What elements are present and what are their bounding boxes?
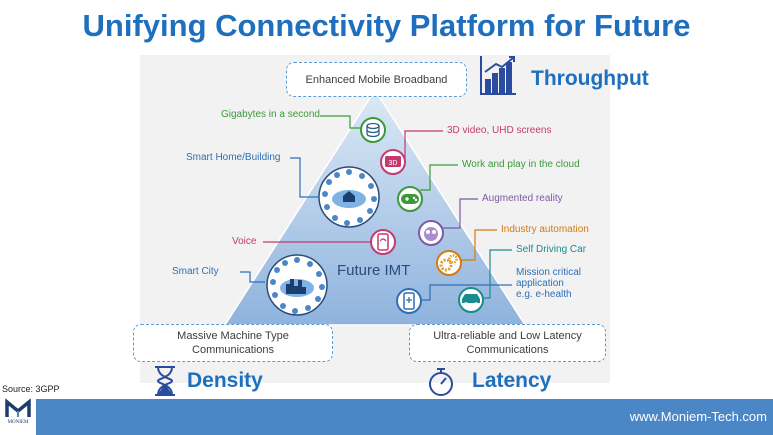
label-industry: Industry automation — [501, 224, 589, 235]
urllc-box: Ultra-reliable and Low Latency Communica… — [409, 324, 606, 362]
footer-bar: www.Moniem-Tech.com — [36, 399, 773, 435]
embb-box: Enhanced Mobile Broadband — [286, 62, 467, 97]
logo-text: MONIEM — [7, 420, 29, 425]
future-imt-label: Future IMT — [337, 262, 411, 279]
label-mission-critical: Mission critical application e.g. e-heal… — [516, 267, 582, 300]
label-gigabytes: Gigabytes in a second — [221, 109, 320, 120]
ehealth-phone-icon — [396, 288, 422, 314]
database-icon — [360, 117, 386, 143]
footer-url[interactable]: www.Moniem-Tech.com — [629, 409, 767, 424]
smart-city-icon — [266, 254, 328, 316]
connector-industry — [460, 229, 497, 261]
label-self-driving: Self Driving Car — [516, 244, 587, 255]
slide-title: Unifying Connectivity Platform for Futur… — [82, 8, 691, 43]
connector-cloud — [420, 164, 458, 191]
smart-home-icon — [318, 166, 380, 228]
embb-label: Enhanced Mobile Broadband — [305, 73, 448, 86]
label-smart-city: Smart City — [172, 266, 219, 277]
throughput-chart-icon — [480, 56, 516, 95]
label-3d-video: 3D video, UHD screens — [447, 125, 552, 136]
car-icon — [458, 287, 484, 313]
stopwatch-icon — [429, 368, 453, 396]
connector-smart-city — [240, 271, 265, 283]
moniem-logo — [2, 397, 34, 434]
urllc-label: Ultra-reliable and Low Latency Communica… — [433, 330, 582, 356]
mmtc-box: Massive Machine Type Communications — [133, 324, 333, 362]
label-voice: Voice — [232, 236, 257, 247]
connector-mission — [420, 284, 512, 301]
svg-text:3D: 3D — [389, 160, 398, 167]
label-cloud: Work and play in the cloud — [462, 159, 580, 170]
ar-headset-icon — [418, 220, 444, 246]
connector-ar — [440, 198, 478, 229]
3d-screen-icon: 3D — [380, 149, 406, 175]
hourglass-icon — [155, 366, 175, 396]
density-label: Density — [187, 369, 263, 392]
voice-phone-icon — [370, 229, 396, 255]
mmtc-label: Massive Machine Type Communications — [177, 330, 289, 356]
throughput-label: Throughput — [531, 67, 649, 90]
connector-self-driving — [478, 249, 512, 299]
label-ar: Augmented reality — [482, 193, 563, 204]
label-smart-home: Smart Home/Building — [186, 152, 281, 163]
source-note: Source: 3GPP — [2, 384, 60, 394]
latency-label: Latency — [472, 369, 552, 392]
gamepad-icon — [397, 186, 423, 212]
connector-smart-home — [290, 157, 318, 198]
gears-icon — [436, 250, 462, 276]
connector-gigabytes — [320, 115, 362, 129]
